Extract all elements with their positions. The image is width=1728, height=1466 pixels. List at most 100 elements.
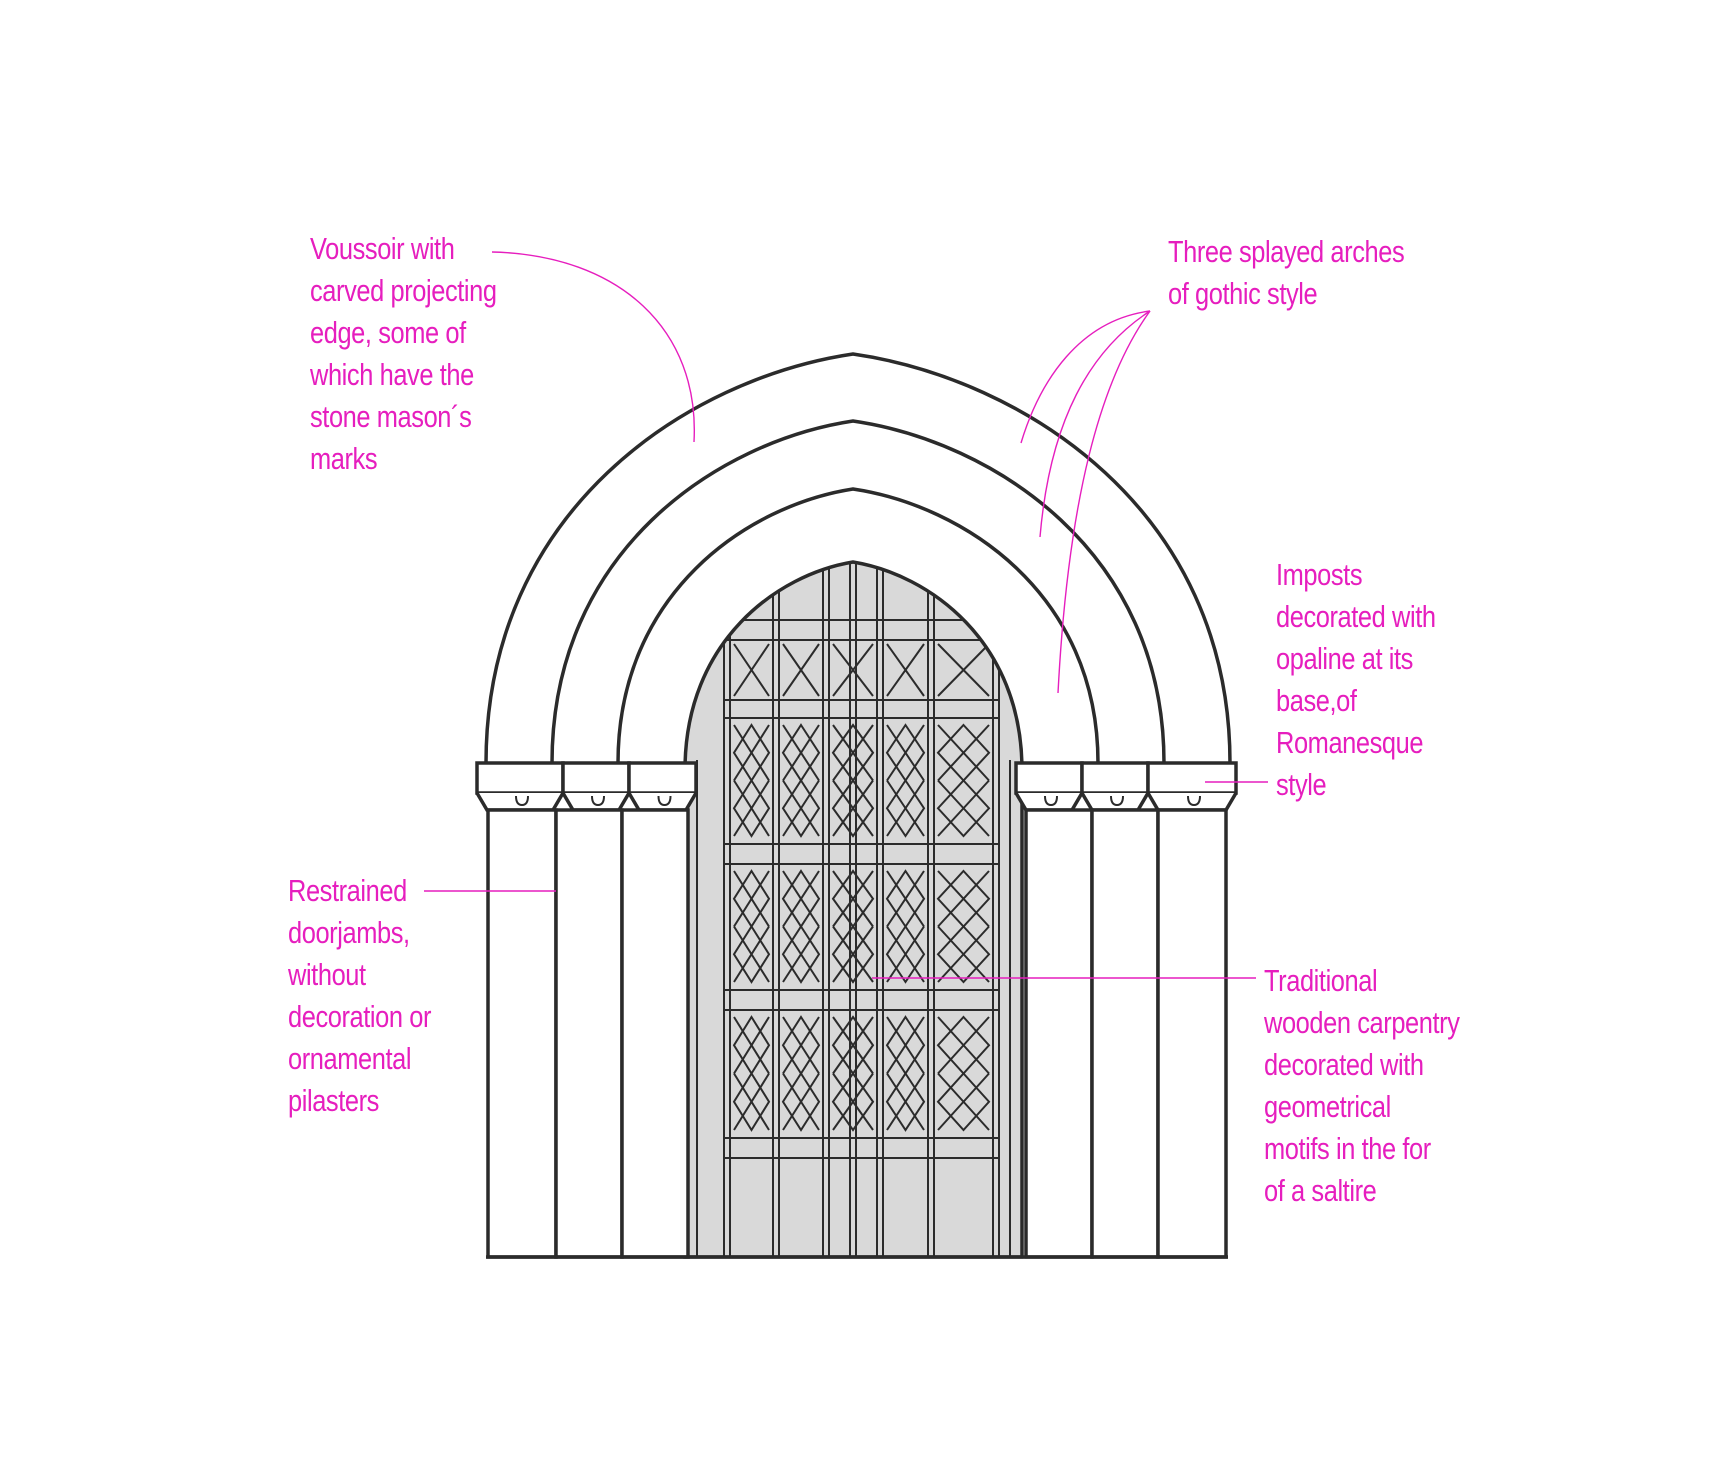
opaline-ornament <box>1044 795 1058 807</box>
saltire-bar <box>832 870 874 928</box>
saltire-diamond <box>781 1071 821 1132</box>
saltire-bar <box>886 1016 925 1075</box>
annotation-line: edge, some of <box>310 315 466 350</box>
saltire-bar <box>733 643 770 697</box>
annotation-line: carved projecting <box>310 273 497 308</box>
saltire-bar <box>733 1016 770 1075</box>
impost-left-inner <box>627 761 698 812</box>
saltire-bar <box>832 779 874 837</box>
saltire-bar <box>886 643 925 697</box>
annotation-line: style <box>1276 767 1327 802</box>
impost-chamfer <box>627 792 698 812</box>
impost-block <box>561 761 631 795</box>
saltire-bar <box>832 724 874 782</box>
leader-arch-inner <box>1057 310 1151 694</box>
saltire-bar <box>782 1072 820 1131</box>
saltire-bar <box>937 1016 990 1075</box>
saltire-bar <box>832 1072 874 1131</box>
saltire-motif <box>732 1071 771 1132</box>
annotation-line: of gothic style <box>1168 276 1318 311</box>
annotation-line: marks <box>310 441 378 476</box>
annotation-line: stone mason´s <box>310 399 472 434</box>
saltire-bar <box>886 870 925 928</box>
saltire-motif <box>781 1071 821 1132</box>
saltire-motif <box>831 778 875 838</box>
inner-arch <box>616 487 1100 764</box>
saltire-motif <box>936 779 991 838</box>
saltire-motif <box>937 643 990 697</box>
stone-portal <box>475 352 1238 1259</box>
saltire-motif <box>885 1071 926 1132</box>
saltire-bar <box>832 643 874 697</box>
annotation-line: geometrical <box>1264 1089 1391 1124</box>
impost-right-outer <box>1146 761 1238 812</box>
saltire-bar <box>832 1016 874 1075</box>
saltire-diamond <box>936 779 991 838</box>
impost-chamfer <box>561 792 631 812</box>
doorjamb <box>1156 808 1228 1259</box>
saltire-motif <box>831 1071 875 1132</box>
annotation-line: motifs in the for <box>1264 1131 1431 1166</box>
saltire-bar <box>782 1016 820 1075</box>
saltire-bar <box>886 1072 925 1131</box>
annotation-arches: Three splayed arches of gothic style <box>1168 231 1405 315</box>
impost-block <box>627 761 698 795</box>
annotation-doorjambs: Restrained doorjambs, without decoration… <box>288 870 431 1122</box>
annotation-line: pilasters <box>288 1083 379 1118</box>
annotation-leaders <box>424 251 1268 979</box>
saltire-motif <box>781 778 821 838</box>
impost-chamfer <box>1146 792 1238 812</box>
annotation-line: Restrained <box>288 873 407 908</box>
saltire-bar <box>937 1072 990 1131</box>
saltire-motif <box>885 778 926 838</box>
annotation-line: decoration or <box>288 999 432 1034</box>
saltire-bar <box>782 779 820 837</box>
saltire-motif <box>936 1072 991 1132</box>
annotation-line: Romanesque <box>1276 725 1424 760</box>
impost-block <box>1014 761 1084 795</box>
annotation-line: base,of <box>1276 683 1357 718</box>
saltire-diamond <box>936 925 991 984</box>
saltire-bar <box>937 779 990 837</box>
saltire-bar <box>937 724 990 782</box>
opaline-ornament <box>515 795 529 807</box>
saltire-diamond <box>732 778 771 838</box>
saltire-motif <box>936 925 991 984</box>
saltire-diamond <box>732 1071 771 1132</box>
saltire-diamond <box>885 924 926 984</box>
wooden-door <box>683 560 1024 1259</box>
doorjamb <box>486 808 558 1259</box>
saltire-diamond <box>936 1072 991 1132</box>
saltire-diamond <box>831 778 875 838</box>
impost-right-middle <box>1080 761 1150 812</box>
leader-voussoir <box>491 251 695 443</box>
saltire-diamond <box>831 924 875 984</box>
leader-arch-outer <box>1020 310 1151 444</box>
saltire-motif <box>732 924 771 984</box>
saltire-motif <box>782 643 820 697</box>
annotation-voussoir: Voussoir with carved projecting edge, so… <box>310 228 497 480</box>
saltire-bar <box>782 870 820 928</box>
saltire-bar <box>733 779 770 837</box>
saltire-bar <box>782 643 820 697</box>
impost-chamfer <box>1014 792 1084 812</box>
annotation-line: Voussoir with <box>310 231 455 266</box>
saltire-bar <box>886 925 925 983</box>
annotation-line: Traditional <box>1264 963 1378 998</box>
saltire-diamond <box>885 1071 926 1132</box>
saltire-diamond <box>781 924 821 984</box>
impost-right-inner <box>1014 761 1084 812</box>
annotation-line: opaline at its <box>1276 641 1413 676</box>
saltire-motif <box>732 778 771 838</box>
annotation-line: Three splayed arches <box>1168 234 1405 269</box>
annotation-line: doorjambs, <box>288 915 410 950</box>
saltire-bar <box>733 870 770 928</box>
saltire-bar <box>886 779 925 837</box>
saltire-diamond <box>885 778 926 838</box>
saltire-bar <box>937 870 990 928</box>
impost-block <box>475 761 565 795</box>
saltire-motif <box>831 924 875 984</box>
saltire-bar <box>733 925 770 983</box>
opaline-ornament <box>591 795 605 807</box>
